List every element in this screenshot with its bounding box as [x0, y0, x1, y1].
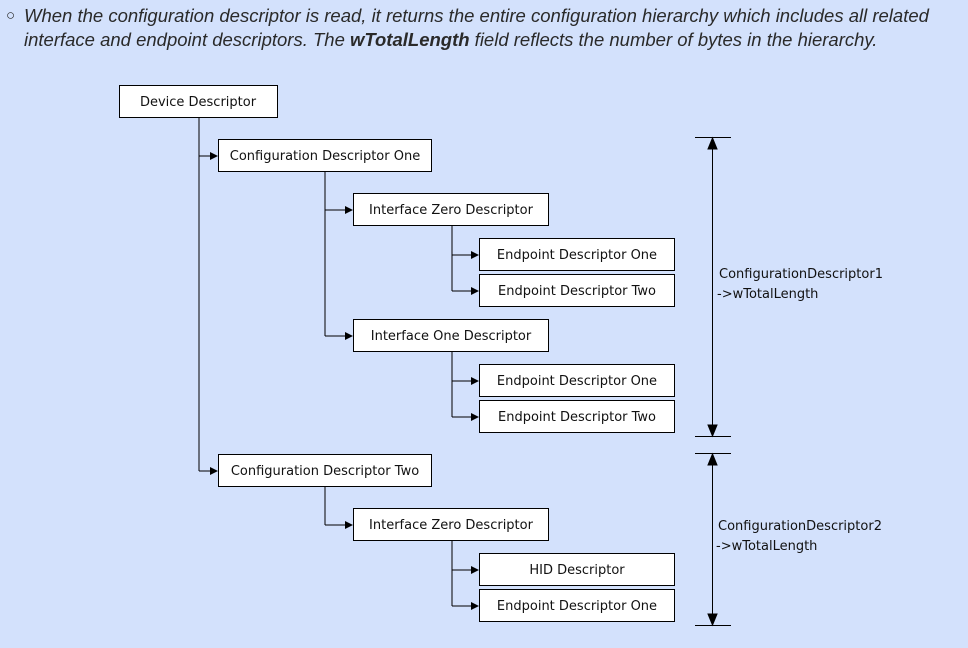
endpoint-descriptor-one-label: Endpoint Descriptor One: [497, 599, 657, 614]
config1-range-label-line1: ConfigurationDescriptor1: [719, 267, 883, 282]
endpoint-descriptor-two-label: Endpoint Descriptor Two: [498, 284, 656, 299]
bullet-icon: ○: [6, 7, 16, 24]
device-descriptor-box: [119, 85, 278, 118]
hid-descriptor-label: HID Descriptor: [529, 563, 625, 578]
config-descriptor-one-label: Configuration Descriptor One: [230, 149, 420, 164]
endpoint-descriptor-two-box: [479, 400, 675, 433]
config-descriptor-one-box: [218, 139, 432, 172]
note-bold-term: wTotalLength: [350, 29, 470, 50]
interface-one-descriptor-label: Interface One Descriptor: [371, 329, 532, 344]
interface-zero-descriptor-label: Interface Zero Descriptor: [369, 203, 534, 218]
interface-zero-descriptor-box: [353, 508, 549, 541]
interface-zero-descriptor-label: Interface Zero Descriptor: [369, 518, 534, 533]
connector-lines: [198, 118, 479, 610]
endpoint-descriptor-one-box: [479, 364, 675, 397]
config2-range-label-line2: ->wTotalLength: [716, 539, 817, 554]
config-descriptor-two-box: [218, 454, 432, 487]
note-text: When the configuration descriptor is rea…: [6, 4, 966, 52]
device-descriptor-label: Device Descriptor: [140, 95, 257, 110]
hid-descriptor-box: [479, 553, 675, 586]
interface-one-descriptor-box: [353, 319, 549, 352]
note-text-part1: When the configuration descriptor is rea…: [24, 5, 929, 50]
endpoint-descriptor-two-box: [479, 274, 675, 307]
endpoint-descriptor-one-box: [479, 589, 675, 622]
endpoint-descriptor-one-label: Endpoint Descriptor One: [497, 248, 657, 263]
endpoint-descriptor-one-box: [479, 238, 675, 271]
interface-zero-descriptor-box: [353, 193, 549, 226]
config1-range-indicator: [695, 136, 731, 438]
endpoint-descriptor-two-label: Endpoint Descriptor Two: [498, 410, 656, 425]
config-descriptor-two-label: Configuration Descriptor Two: [231, 464, 419, 479]
note-text-part2: field reflects the number of bytes in th…: [469, 29, 878, 50]
config2-range-label-line1: ConfigurationDescriptor2: [718, 519, 882, 534]
endpoint-descriptor-one-label: Endpoint Descriptor One: [497, 374, 657, 389]
description-note: ○ When the configuration descriptor is r…: [6, 4, 966, 52]
config2-range-indicator: [695, 452, 731, 627]
config1-range-label-line2: ->wTotalLength: [717, 287, 818, 302]
